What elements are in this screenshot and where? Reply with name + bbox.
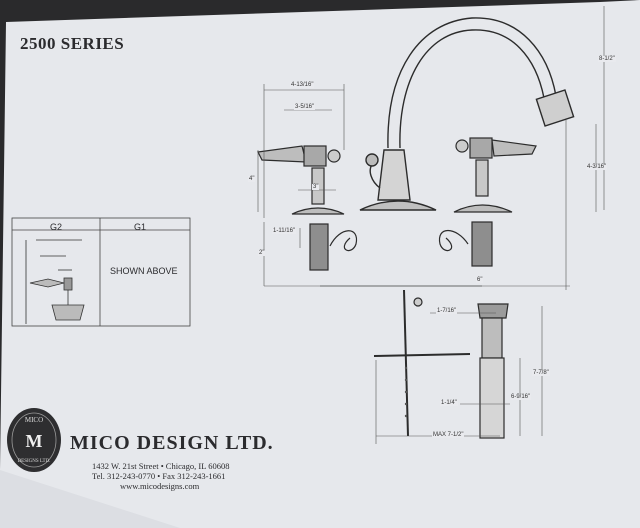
dim-escutcheon: 3" — [312, 184, 320, 190]
company-website: www.micodesigns.com — [120, 481, 200, 491]
dim-handle-width: 3-5/16" — [294, 104, 316, 110]
spout-drawing — [359, 17, 575, 211]
dim-below-deck: 2" — [258, 250, 266, 256]
dim-drain-dia: 1-1/4" — [440, 400, 458, 406]
dim-pop-up-max: MAX 7-1/2" — [432, 432, 465, 438]
logo-top-text: MICO — [25, 416, 43, 424]
variant-box — [11, 217, 191, 327]
dim-centers: 6" — [476, 277, 484, 283]
dim-spout-reach: 4-3/16" — [586, 164, 608, 170]
dim-drain-height: 7-7/8" — [532, 370, 550, 376]
company-name: MICO DESIGN LTD. — [70, 432, 274, 454]
drain-drawing — [373, 289, 509, 439]
dim-shank: 1-11/16" — [272, 228, 297, 234]
dim-drain-top: 1-7/16" — [436, 308, 458, 314]
logo-mid-text: M — [26, 431, 43, 451]
g2-handle-drawing — [25, 239, 85, 324]
dim-spout-height: 8-1/2" — [598, 56, 616, 62]
dim-handle-height: 4" — [248, 176, 256, 182]
right-handle-drawing — [438, 137, 537, 267]
series-title: 2500 SERIES — [20, 34, 125, 53]
logo-bottom-text: DESIGNS LTD. — [18, 459, 51, 464]
left-handle-drawing — [257, 145, 358, 271]
variant-g2-label: G2 — [50, 222, 63, 232]
variant-g1-label: G1 — [134, 222, 147, 232]
dim-drain-body: 6-9/16" — [510, 394, 532, 400]
company-phone: Tel. 312-243-0770 • Fax 312-243-1661 — [92, 471, 226, 481]
company-logo: MICO M DESIGNS LTD. — [7, 408, 61, 472]
dim-handle-span: 4-13/16" — [290, 82, 315, 88]
company-address: 1432 W. 21st Street • Chicago, IL 60608 — [92, 461, 230, 471]
variant-g1-note: SHOWN ABOVE — [110, 266, 178, 276]
paper-shadow — [0, 470, 180, 528]
